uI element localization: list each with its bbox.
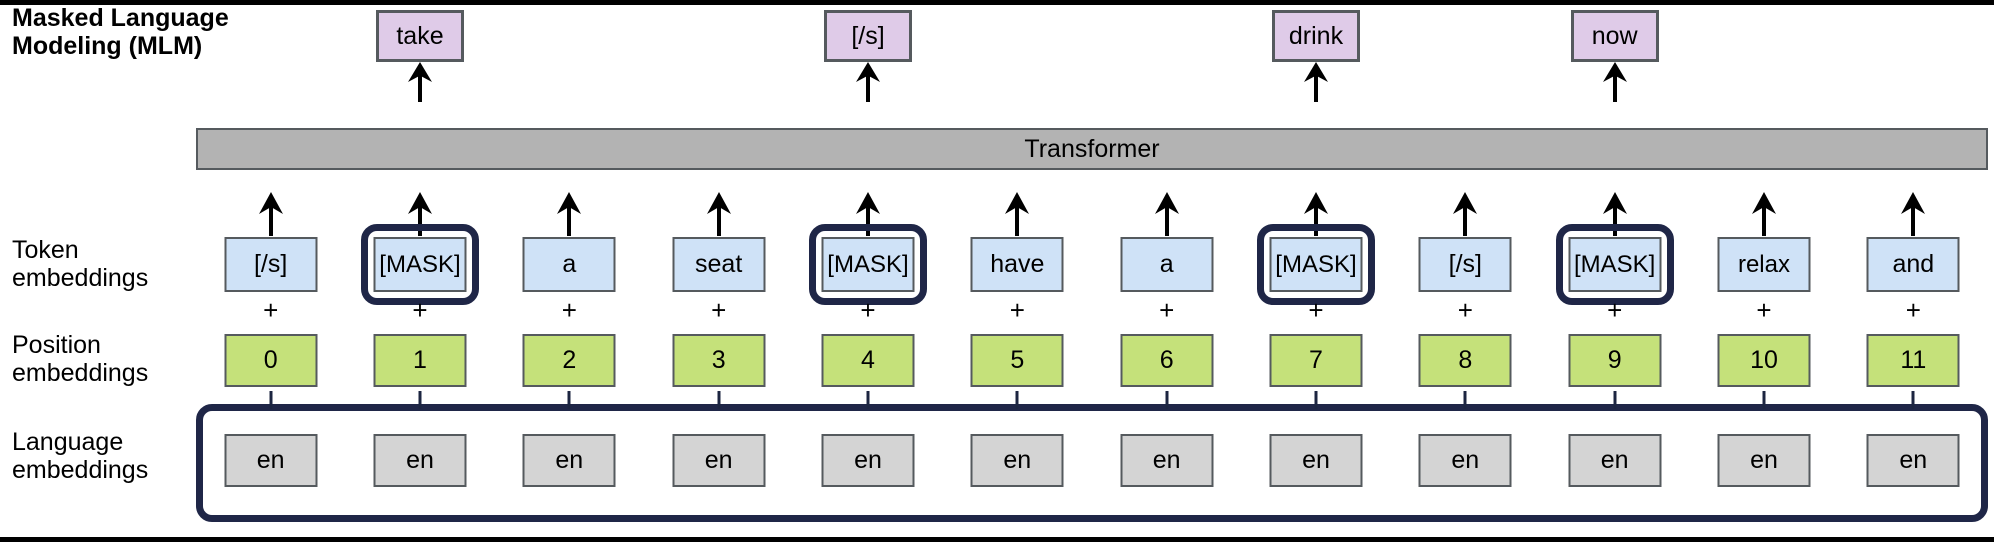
row-label-token-embeddings: Token embeddings bbox=[12, 236, 149, 292]
output-token-box[interactable]: now bbox=[1570, 10, 1659, 62]
plus-sign-token-position: + bbox=[1756, 295, 1772, 325]
plus-sign-token-position: + bbox=[1308, 295, 1324, 325]
token-embedding-box[interactable]: and bbox=[1866, 237, 1960, 292]
token-to-transformer-arrow-icon bbox=[258, 192, 284, 236]
position-embedding-box[interactable]: 5 bbox=[970, 334, 1064, 387]
language-embedding-box[interactable]: en bbox=[373, 434, 467, 487]
plus-sign-token-position: + bbox=[1457, 295, 1473, 325]
token-to-transformer-arrow-icon bbox=[1452, 192, 1478, 236]
position-embedding-box[interactable]: 9 bbox=[1568, 334, 1662, 387]
position-embedding-box[interactable]: 2 bbox=[522, 334, 616, 387]
transformer-label: Transformer bbox=[1024, 134, 1160, 163]
language-embedding-box[interactable]: en bbox=[1717, 434, 1811, 487]
token-embedding-box[interactable]: [MASK] bbox=[1568, 237, 1662, 292]
embedding-column: take [MASK]+1 en bbox=[345, 0, 494, 542]
language-embedding-box[interactable]: en bbox=[1269, 434, 1363, 487]
token-embedding-box[interactable]: a bbox=[1120, 237, 1214, 292]
token-to-transformer-arrow-icon bbox=[1900, 192, 1926, 236]
token-to-transformer-arrow-icon bbox=[706, 192, 732, 236]
token-to-transformer-arrow-icon bbox=[1751, 192, 1777, 236]
language-embedding-box[interactable]: en bbox=[1866, 434, 1960, 487]
token-embedding-box[interactable]: have bbox=[970, 237, 1064, 292]
embedding-column: a+2 en bbox=[495, 0, 644, 542]
language-embedding-box[interactable]: en bbox=[1120, 434, 1214, 487]
position-embedding-box[interactable]: 0 bbox=[224, 334, 318, 387]
language-embedding-box[interactable]: en bbox=[970, 434, 1064, 487]
position-language-connector bbox=[1463, 391, 1467, 409]
language-embedding-box[interactable]: en bbox=[821, 434, 915, 487]
plus-sign-token-position: + bbox=[1905, 295, 1921, 325]
output-token-box[interactable]: take bbox=[375, 10, 464, 62]
position-language-connector bbox=[567, 391, 571, 409]
position-language-connector bbox=[1762, 391, 1766, 409]
position-language-connector bbox=[269, 391, 273, 409]
position-embedding-box[interactable]: 6 bbox=[1120, 334, 1214, 387]
position-language-connector bbox=[1911, 391, 1915, 409]
output-arrow-icon bbox=[1602, 62, 1628, 102]
token-embedding-box[interactable]: [/s] bbox=[224, 237, 318, 292]
position-language-connector bbox=[1165, 391, 1169, 409]
embedding-column: drink [MASK]+7 en bbox=[1241, 0, 1390, 542]
position-embedding-box[interactable]: 3 bbox=[672, 334, 766, 387]
embedding-column: [/s]+0 en bbox=[196, 0, 345, 542]
position-embedding-box[interactable]: 8 bbox=[1418, 334, 1512, 387]
position-language-connector bbox=[418, 391, 422, 409]
output-token-box[interactable]: drink bbox=[1271, 10, 1360, 62]
position-language-connector bbox=[1613, 391, 1617, 409]
language-embedding-box[interactable]: en bbox=[522, 434, 616, 487]
output-arrow-icon bbox=[1303, 62, 1329, 102]
plus-sign-token-position: + bbox=[1009, 295, 1025, 325]
output-arrow-icon bbox=[855, 62, 881, 102]
position-embedding-box[interactable]: 1 bbox=[373, 334, 467, 387]
token-embedding-box[interactable]: seat bbox=[672, 237, 766, 292]
embedding-column: [/s] [MASK]+4 en bbox=[793, 0, 942, 542]
language-embedding-box[interactable]: en bbox=[1418, 434, 1512, 487]
transformer-block[interactable]: Transformer bbox=[196, 128, 1988, 170]
language-embedding-box[interactable]: en bbox=[1568, 434, 1662, 487]
figure-title: Masked Language Modeling (MLM) bbox=[12, 4, 229, 60]
token-embedding-box[interactable]: [/s] bbox=[1418, 237, 1512, 292]
position-embedding-box[interactable]: 7 bbox=[1269, 334, 1363, 387]
plus-sign-token-position: + bbox=[1607, 295, 1623, 325]
plus-sign-token-position: + bbox=[263, 295, 279, 325]
plus-sign-token-position: + bbox=[860, 295, 876, 325]
position-language-connector bbox=[717, 391, 721, 409]
embedding-column: seat+3 en bbox=[644, 0, 793, 542]
token-to-transformer-arrow-icon bbox=[1602, 192, 1628, 236]
token-to-transformer-arrow-icon bbox=[556, 192, 582, 236]
embedding-column: have+5 en bbox=[943, 0, 1092, 542]
position-embedding-box[interactable]: 10 bbox=[1717, 334, 1811, 387]
token-to-transformer-arrow-icon bbox=[855, 192, 881, 236]
language-embedding-box[interactable]: en bbox=[672, 434, 766, 487]
token-to-transformer-arrow-icon bbox=[1154, 192, 1180, 236]
token-to-transformer-arrow-icon bbox=[1004, 192, 1030, 236]
token-embedding-box[interactable]: [MASK] bbox=[1269, 237, 1363, 292]
position-language-connector bbox=[1015, 391, 1019, 409]
row-label-position-embeddings: Position embeddings bbox=[12, 331, 149, 387]
embedding-column: [/s]+8 en bbox=[1391, 0, 1540, 542]
position-language-connector bbox=[1314, 391, 1318, 409]
embedding-column: a+6 en bbox=[1092, 0, 1241, 542]
position-language-connector bbox=[866, 391, 870, 409]
row-label-language-embeddings: Language embeddings bbox=[12, 428, 149, 484]
token-embedding-box[interactable]: [MASK] bbox=[821, 237, 915, 292]
token-embedding-box[interactable]: relax bbox=[1717, 237, 1811, 292]
plus-sign-token-position: + bbox=[711, 295, 727, 325]
plus-sign-token-position: + bbox=[412, 295, 428, 325]
embedding-column: now [MASK]+9 en bbox=[1540, 0, 1689, 542]
token-to-transformer-arrow-icon bbox=[407, 192, 433, 236]
token-to-transformer-arrow-icon bbox=[1303, 192, 1329, 236]
output-arrow-icon bbox=[407, 62, 433, 102]
position-embedding-box[interactable]: 11 bbox=[1866, 334, 1960, 387]
token-embedding-box[interactable]: a bbox=[522, 237, 616, 292]
position-embedding-box[interactable]: 4 bbox=[821, 334, 915, 387]
language-embedding-box[interactable]: en bbox=[224, 434, 318, 487]
embedding-column: relax+10 en bbox=[1689, 0, 1838, 542]
plus-sign-token-position: + bbox=[561, 295, 577, 325]
output-token-box[interactable]: [/s] bbox=[823, 10, 912, 62]
plus-sign-token-position: + bbox=[1159, 295, 1175, 325]
token-embedding-box[interactable]: [MASK] bbox=[373, 237, 467, 292]
embedding-column: and+11 en bbox=[1839, 0, 1988, 542]
